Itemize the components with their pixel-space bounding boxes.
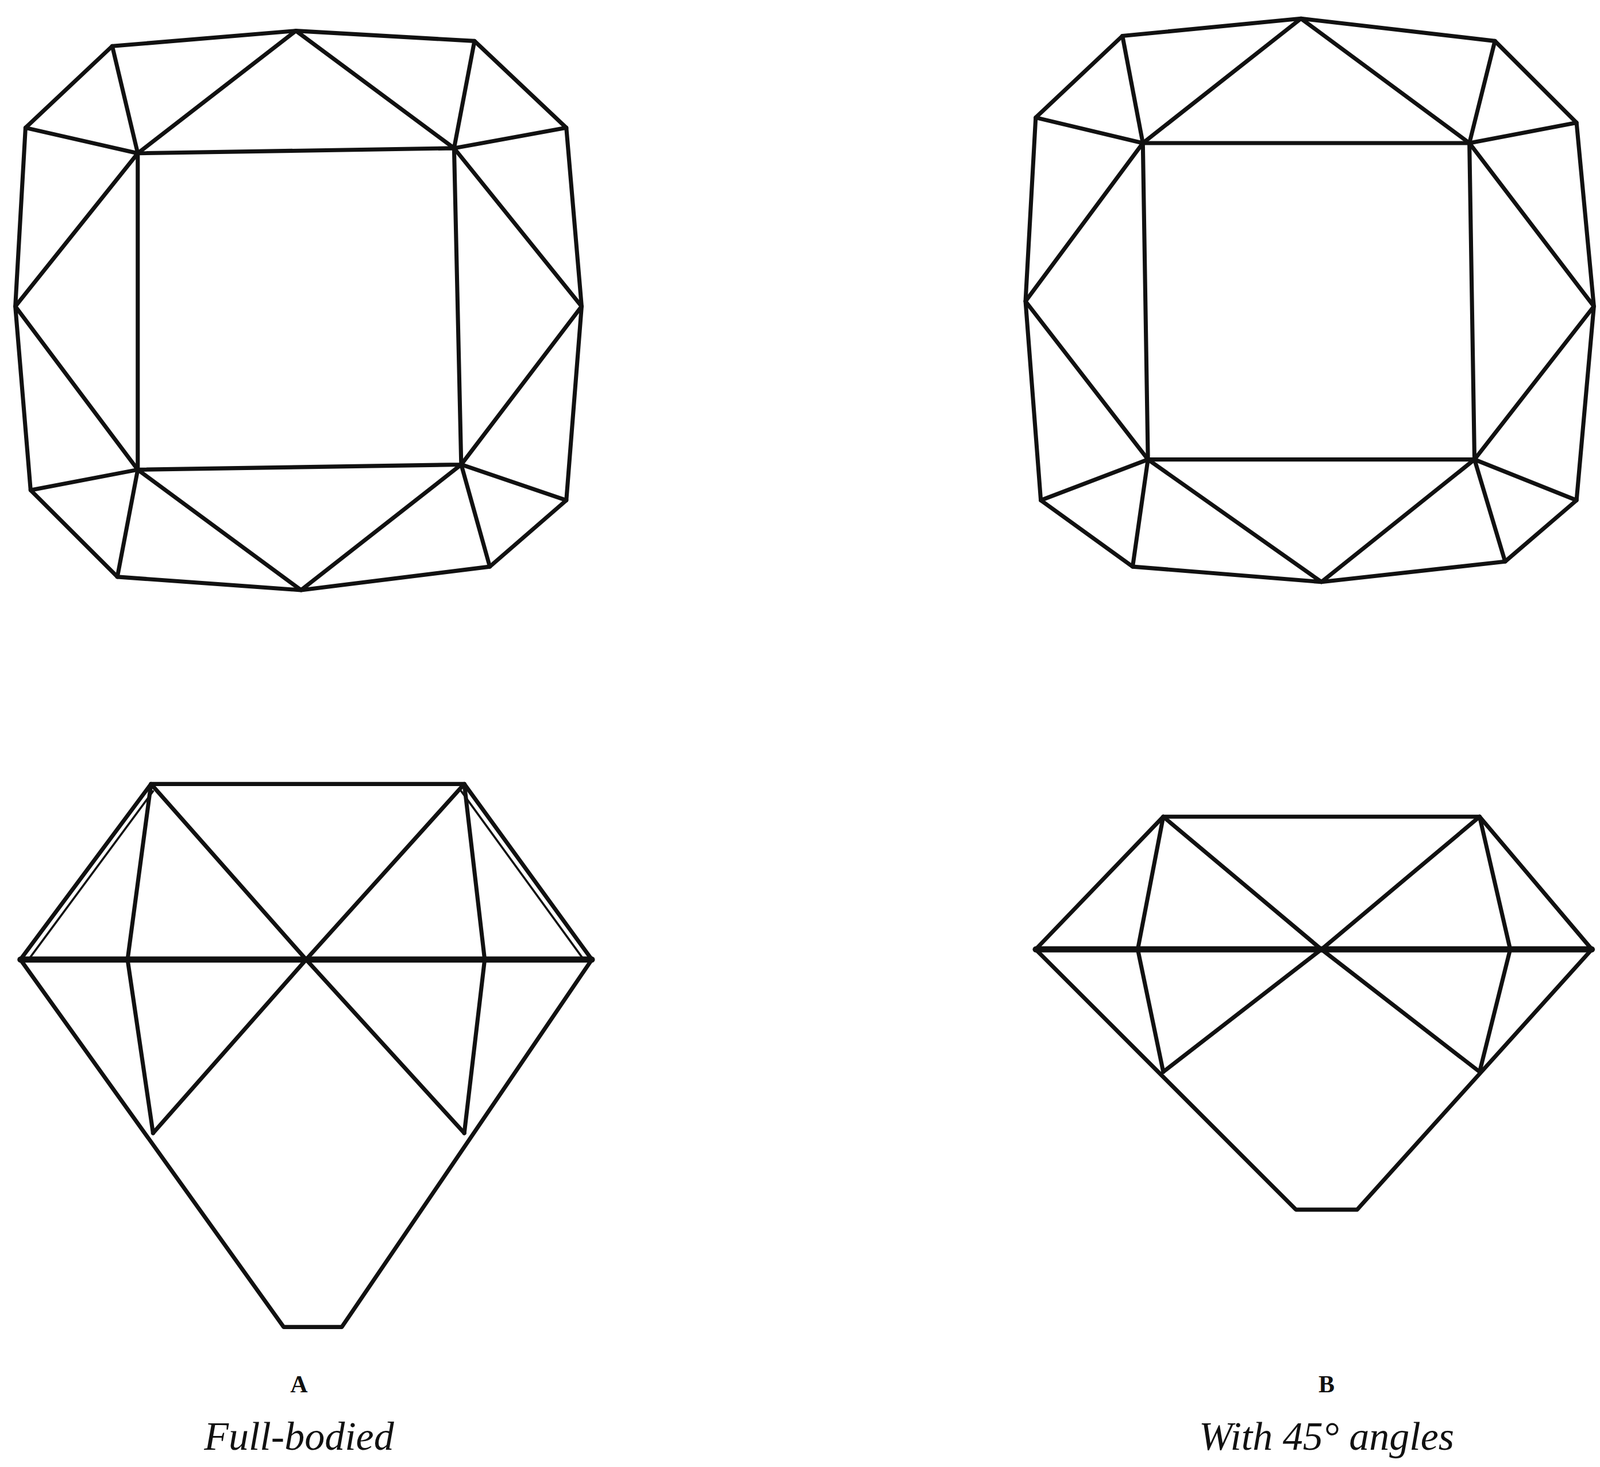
side-view-a	[20, 783, 593, 1327]
figure-caption: Full-bodied	[203, 1413, 394, 1460]
figure-caption: With 45° angles	[1198, 1413, 1455, 1460]
side-view-b	[1035, 816, 1592, 1210]
top-view-b	[1025, 18, 1594, 582]
top-view-a	[15, 31, 582, 591]
figure-letter: A	[290, 1370, 308, 1398]
figure-letter: B	[1318, 1370, 1335, 1398]
